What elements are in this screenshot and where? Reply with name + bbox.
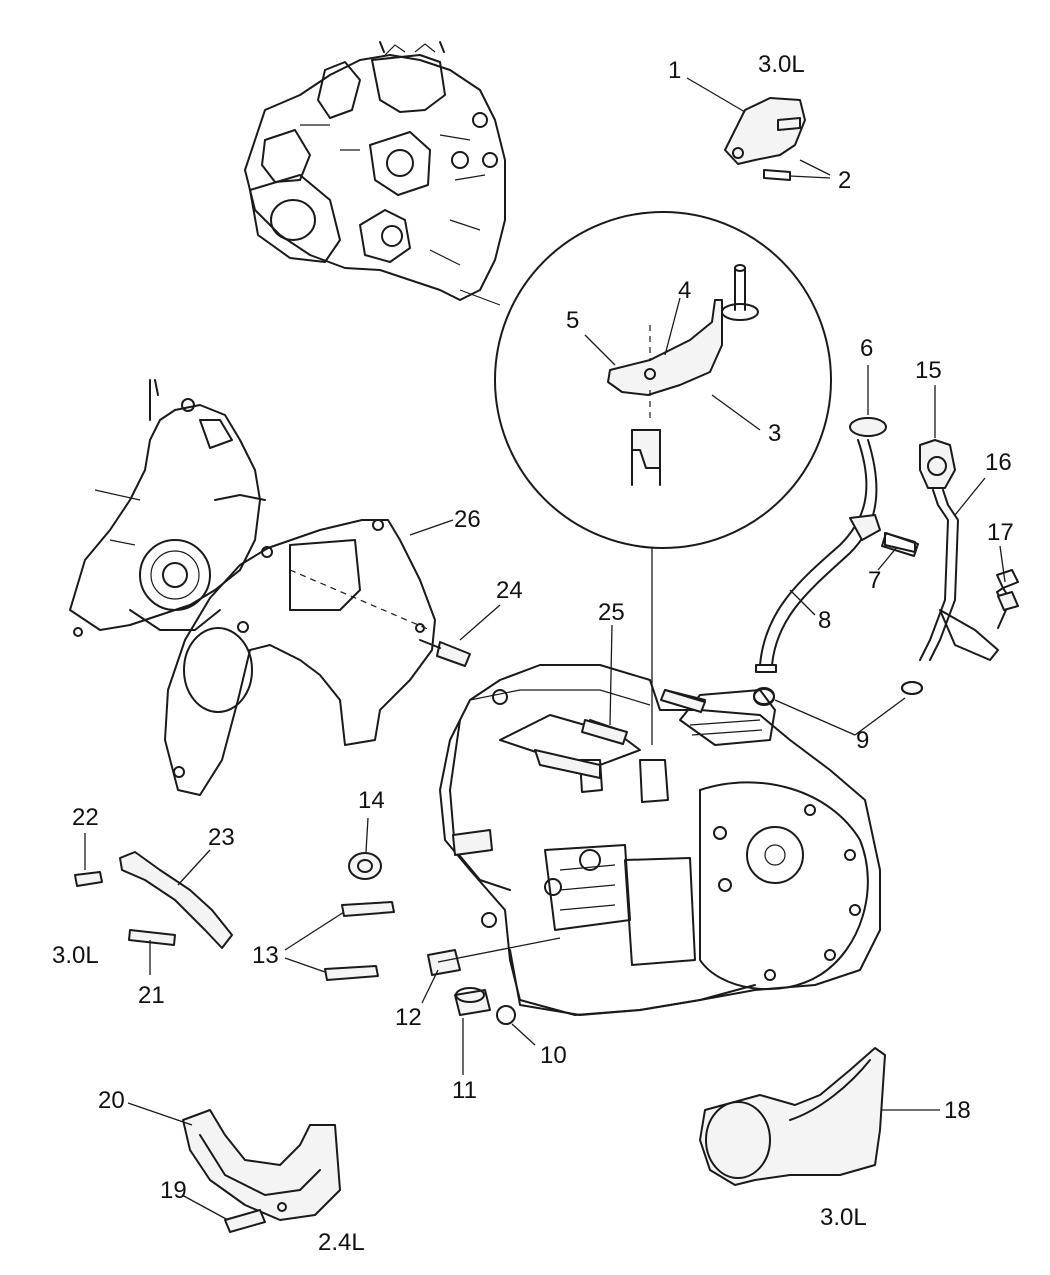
filler-tube-assembly (901, 439, 1019, 695)
callout-19: 19 (160, 1177, 187, 1204)
part-26-plate (164, 519, 436, 796)
callout-24: 24 (496, 577, 523, 604)
callout-20: 20 (98, 1087, 125, 1114)
part-19-bolt (224, 1202, 287, 1233)
engine-labels: 3.0L 3.0L 3.0L 2.4L (52, 51, 867, 1256)
callout-13: 13 (252, 942, 279, 969)
callout-14: 14 (358, 787, 385, 814)
engine-top-illustration (244, 41, 506, 306)
part-14-bushing (348, 852, 382, 880)
callout-17: 17 (987, 519, 1014, 546)
engine-label-bottom-left: 2.4L (318, 1229, 365, 1256)
engine-label-bottom-right: 3.0L (820, 1204, 867, 1231)
leader-lines (84, 77, 1006, 1221)
part-12-plug (427, 949, 461, 976)
callout-3: 3 (768, 420, 781, 447)
callout-12: 12 (395, 1004, 422, 1031)
engine-left-illustration (69, 379, 266, 637)
callout-21: 21 (138, 982, 165, 1009)
part-25-bolts (581, 689, 706, 745)
callout-15: 15 (915, 357, 942, 384)
dipstick-tube-assembly (753, 417, 916, 705)
callout-4: 4 (678, 277, 691, 304)
part-1-bracket (724, 97, 806, 181)
callout-5: 5 (566, 307, 579, 334)
callout-10: 10 (540, 1042, 567, 1069)
callout-18: 18 (944, 1097, 971, 1124)
callout-26: 26 (454, 506, 481, 533)
callout-1: 1 (668, 57, 681, 84)
callout-25: 25 (598, 599, 625, 626)
callout-6: 6 (860, 335, 873, 362)
callout-23: 23 (208, 824, 235, 851)
part-7-bolt (881, 532, 919, 557)
part-17-bolt (997, 591, 1019, 629)
callout-8: 8 (818, 607, 831, 634)
part-24-bolt (419, 639, 471, 667)
part-9-rings (753, 681, 923, 706)
part-10-ring (496, 1005, 516, 1025)
callout-11: 11 (452, 1077, 477, 1104)
part-18-cover (699, 1047, 886, 1186)
callout-labels: 1 2 3 4 5 6 7 8 9 10 11 12 13 14 15 16 1… (72, 57, 1014, 1204)
engine-label-top-right: 3.0L (758, 51, 805, 78)
part-23-bracket (74, 851, 233, 949)
callout-22: 22 (72, 804, 99, 831)
detail-magnifier-circle (494, 211, 832, 745)
callout-2: 2 (838, 167, 851, 194)
engine-label-left: 3.0L (52, 942, 99, 969)
callout-16: 16 (985, 449, 1012, 476)
transaxle-housing (439, 664, 881, 1016)
callout-9: 9 (856, 727, 869, 754)
part-20-cover (182, 1109, 341, 1221)
callout-7: 7 (868, 567, 881, 594)
part-13-studs (324, 901, 395, 981)
part-11-fitting (454, 987, 491, 1016)
